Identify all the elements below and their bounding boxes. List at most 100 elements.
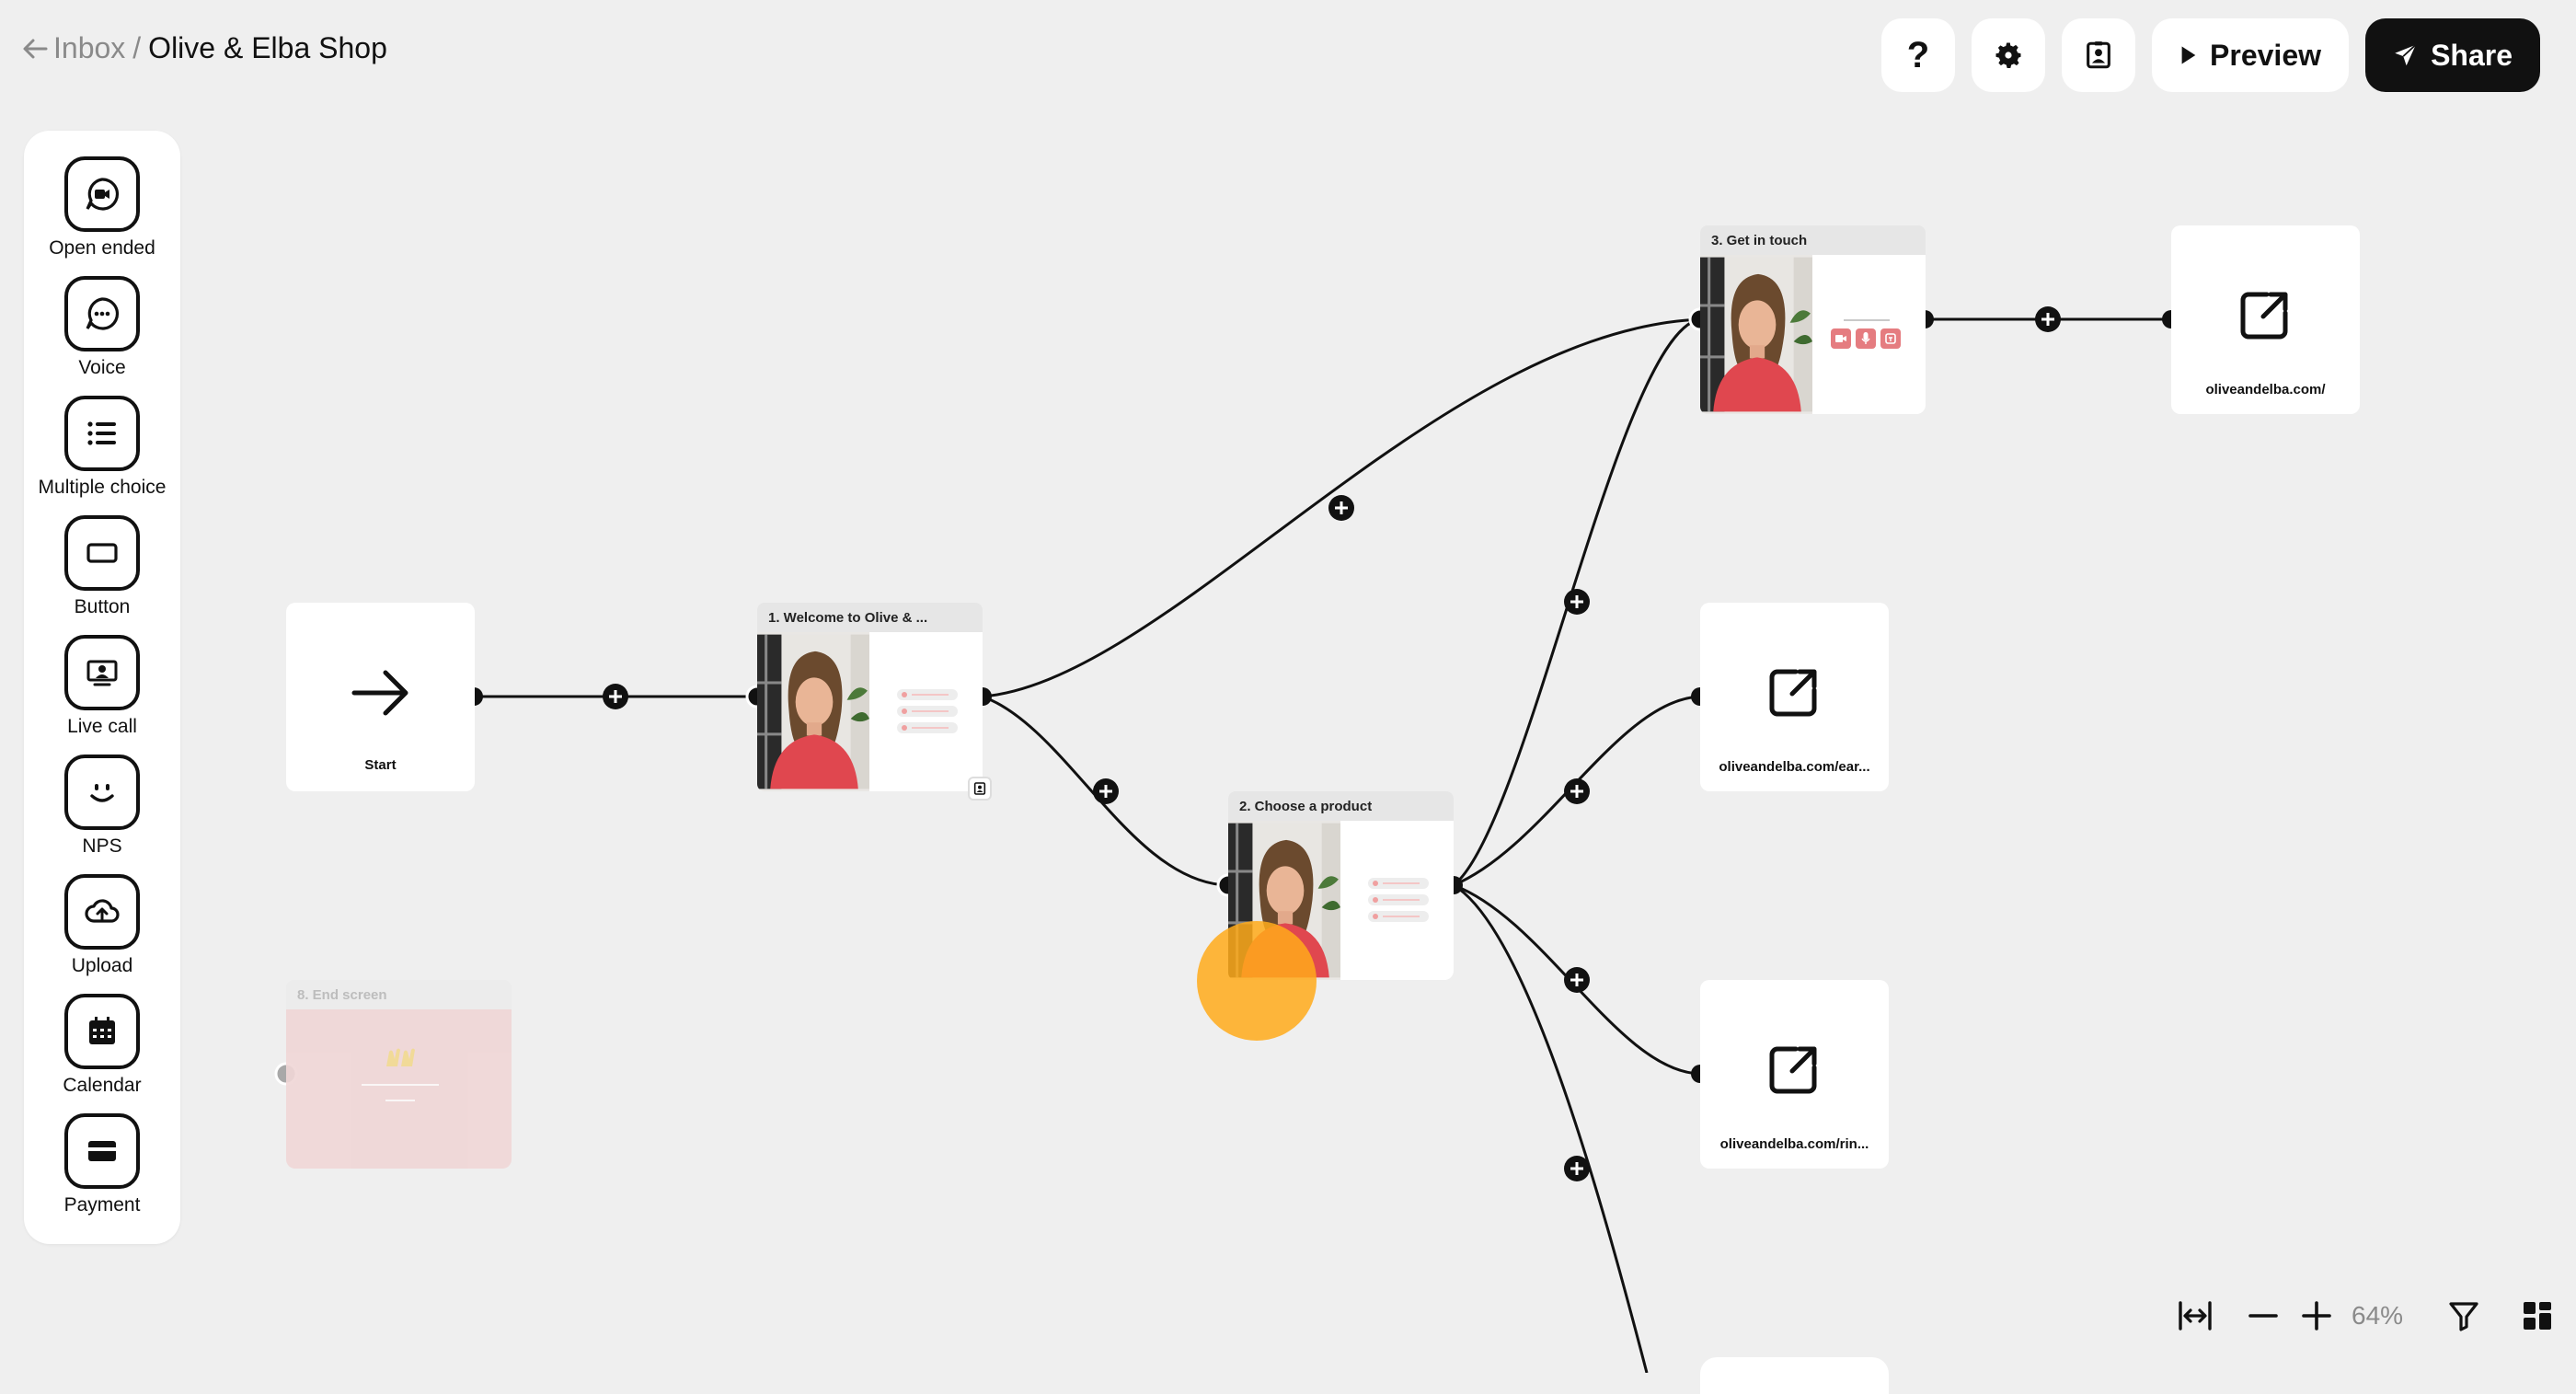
tool-upload[interactable]: Upload: [24, 874, 180, 977]
tool-voice-box: [64, 276, 140, 351]
cloud-upload-icon: [85, 899, 120, 923]
zoom-in-button[interactable]: [2298, 1296, 2335, 1336]
tool-nps[interactable]: NPS: [24, 755, 180, 858]
redirect-node-rings[interactable]: oliveandelba.com/rin...: [1700, 980, 1889, 1169]
add-step-button[interactable]: [1563, 778, 1591, 805]
raised-hands-icon: [386, 1048, 415, 1066]
choice-placeholder: [1368, 911, 1429, 922]
filter-icon: [2449, 1302, 2478, 1331]
choice-placeholder: [897, 722, 958, 733]
tool-label: Button: [74, 596, 131, 617]
contact-card-button[interactable]: [2062, 18, 2135, 92]
fit-to-screen-button[interactable]: [2177, 1296, 2214, 1336]
connector-choose-touch: [1453, 317, 1701, 887]
tool-button-box: [64, 515, 140, 591]
fit-width-icon: [2179, 1301, 2212, 1331]
send-icon: [2395, 44, 2417, 66]
external-link-icon: [2237, 287, 2293, 342]
tool-payment[interactable]: Payment: [24, 1113, 180, 1216]
step-node-welcome[interactable]: 1. Welcome to Olive & ...: [757, 603, 983, 791]
video-thumbnail: [757, 632, 869, 791]
tool-live-call[interactable]: Live call: [24, 635, 180, 738]
connector-choose-link2: [1453, 695, 1701, 887]
tool-calendar[interactable]: Calendar: [24, 994, 180, 1097]
arrow-right-icon: [351, 670, 408, 716]
text-placeholder: [385, 1100, 415, 1101]
preview-label: Preview: [2210, 38, 2321, 72]
credit-card-icon: [88, 1141, 116, 1161]
zoom-level: 64%: [2352, 1301, 2404, 1330]
tool-label: Multiple choice: [38, 477, 167, 498]
tool-label: Upload: [71, 955, 133, 976]
share-label: Share: [2431, 38, 2513, 72]
step-node-get-in-touch[interactable]: 3. Get in touch: [1700, 225, 1926, 414]
tool-multiple-choice-box: [64, 396, 140, 471]
step-title: 3. Get in touch: [1700, 225, 1926, 255]
add-step-button[interactable]: [1328, 494, 1355, 522]
redirect-node-earrings[interactable]: oliveandelba.com/ear...: [1700, 603, 1889, 791]
end-screen-node[interactable]: 8. End screen: [286, 980, 512, 1169]
connector-choose-next: [1453, 883, 1649, 1373]
add-step-button[interactable]: [1563, 966, 1591, 994]
filter-button[interactable]: [2445, 1296, 2482, 1336]
tool-multiple-choice[interactable]: Multiple choice: [24, 396, 180, 499]
minus-icon: [2248, 1314, 2278, 1318]
choice-placeholder: [897, 689, 958, 700]
cursor-highlight: [1197, 921, 1317, 1041]
page-title: Olive & Elba Shop: [148, 31, 387, 64]
layout-toggle-button[interactable]: [2519, 1296, 2556, 1336]
redirect-node-home[interactable]: oliveandelba.com/: [2171, 225, 2360, 414]
tool-open-ended[interactable]: Open ended: [24, 156, 180, 259]
text-option-icon: [1880, 328, 1901, 349]
arrow-left-icon: [23, 39, 48, 58]
tool-label: Open ended: [49, 237, 155, 259]
tool-calendar-box: [64, 994, 140, 1069]
tool-live-call-box: [64, 635, 140, 710]
add-step-button[interactable]: [1563, 588, 1591, 616]
add-step-button[interactable]: [602, 683, 629, 710]
zoom-out-button[interactable]: [2245, 1296, 2282, 1336]
question-type-palette: Open ended Voice Multiple choice Button …: [24, 131, 180, 1244]
start-label: Start: [364, 757, 397, 773]
tool-label: Calendar: [63, 1075, 142, 1096]
video-thumbnail: [1700, 255, 1812, 414]
share-button[interactable]: Share: [2365, 18, 2540, 92]
redirect-node-partial[interactable]: [1700, 1357, 1889, 1394]
calendar-icon: [89, 1017, 115, 1044]
back-label: Inbox: [53, 31, 126, 64]
contact-options: [1831, 328, 1901, 349]
connector-welcome-touch: [982, 317, 1701, 698]
tool-nps-box: [64, 755, 140, 830]
preview-button[interactable]: Preview: [2152, 18, 2349, 92]
choice-placeholder: [897, 706, 958, 717]
grid-layout-icon: [2524, 1302, 2551, 1330]
tool-voice[interactable]: Voice: [24, 276, 180, 379]
choice-placeholder: [1368, 878, 1429, 889]
add-step-button[interactable]: [1092, 778, 1120, 805]
question-icon: ?: [1906, 34, 1930, 75]
text-placeholder: [362, 1084, 439, 1086]
add-step-button[interactable]: [1563, 1155, 1591, 1182]
tool-open-ended-box: [64, 156, 140, 232]
tool-upload-box: [64, 874, 140, 950]
redirect-url: oliveandelba.com/rin...: [1719, 1136, 1869, 1152]
tool-label: Live call: [67, 716, 137, 737]
step-title: 8. End screen: [286, 980, 512, 1009]
voice-bubble-icon: [86, 297, 120, 330]
choice-placeholder: [1368, 894, 1429, 905]
breadcrumb-separator: /: [132, 31, 142, 64]
live-call-icon: [86, 660, 118, 686]
redirect-url: oliveandelba.com/ear...: [1719, 759, 1870, 775]
step-title: 1. Welcome to Olive & ...: [757, 603, 983, 632]
button-icon: [86, 543, 118, 563]
contact-form-badge[interactable]: [968, 777, 992, 801]
start-node[interactable]: Start: [286, 603, 475, 791]
breadcrumb: Inbox / Olive & Elba Shop: [22, 31, 387, 65]
tool-label: Voice: [78, 357, 126, 378]
add-step-button[interactable]: [2034, 305, 2062, 333]
settings-button[interactable]: [1972, 18, 2045, 92]
gear-icon: [1995, 42, 2021, 68]
tool-button[interactable]: Button: [24, 515, 180, 618]
help-button[interactable]: ?: [1881, 18, 1955, 92]
back-link[interactable]: Inbox: [22, 31, 125, 65]
